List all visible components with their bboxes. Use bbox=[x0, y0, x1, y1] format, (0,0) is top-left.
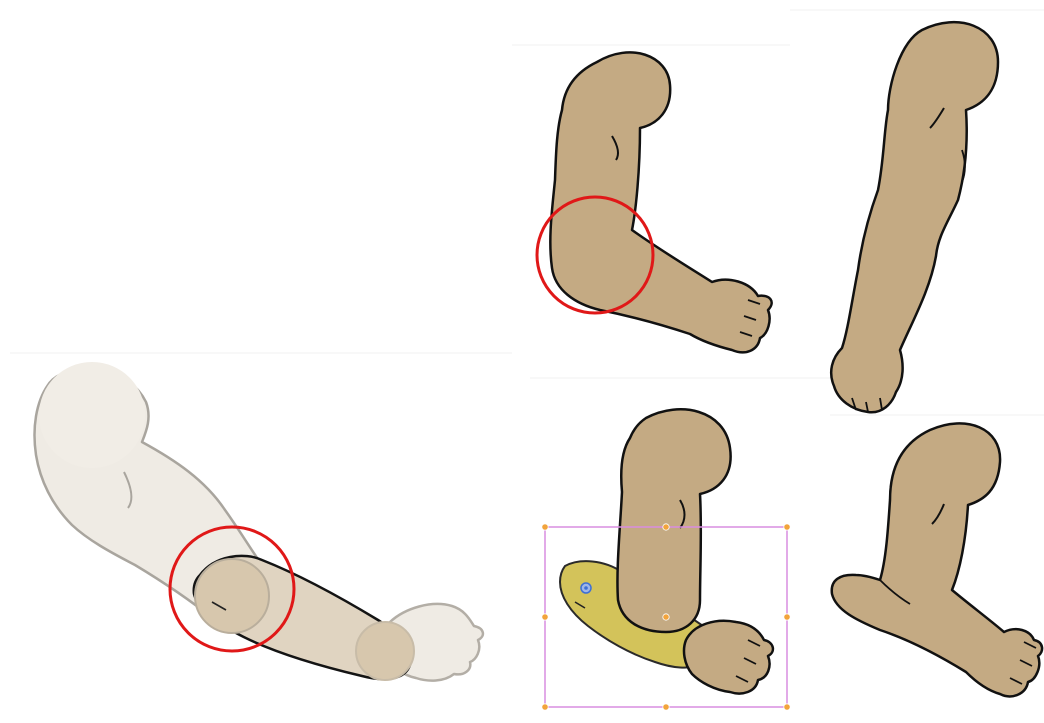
pivot-point-icon[interactable] bbox=[581, 583, 591, 593]
selected-arm-upper bbox=[617, 409, 730, 632]
ghost-elbow-joint bbox=[195, 559, 269, 633]
bent-arm-figure bbox=[537, 52, 772, 352]
bent-arm-body bbox=[550, 52, 771, 352]
ghost-wrist-joint bbox=[356, 622, 414, 680]
ghost-shoulder bbox=[39, 362, 145, 468]
selected-forearm-figure bbox=[542, 409, 790, 710]
ghost-arm-figure bbox=[35, 362, 483, 681]
final-arm-body bbox=[832, 423, 1042, 696]
selected-arm-fist bbox=[684, 621, 773, 694]
straight-arm-figure bbox=[831, 22, 998, 412]
straight-arm-body bbox=[831, 22, 998, 412]
final-bent-arm-figure bbox=[832, 423, 1042, 696]
